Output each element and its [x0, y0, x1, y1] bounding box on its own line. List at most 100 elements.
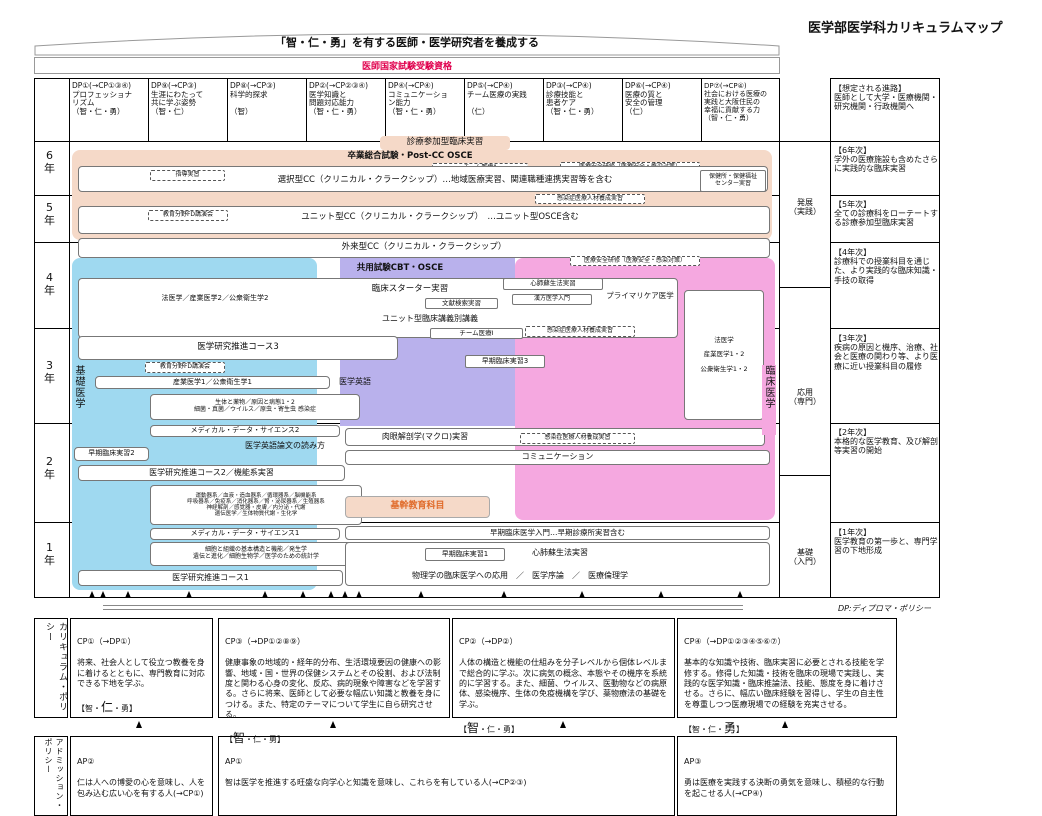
- course-kikan: 基幹教育科目: [345, 496, 490, 518]
- course-kyoyo: 共用試験CBT・OSCE: [356, 262, 444, 273]
- mission-statement: 「智・仁・勇」を有する医師・医学研究者を養成する: [275, 36, 539, 49]
- cp2-tag: 【智・仁・勇】: [459, 720, 520, 735]
- curriculum-grid: [34, 78, 780, 598]
- course-hoigaku-right: 法医学 産業医学1・2 公衆衛生学1・2: [684, 290, 764, 420]
- cp1-head: CP①（→DP①）: [77, 637, 136, 647]
- ap3-head: AP③: [684, 757, 702, 767]
- cp3-tag: 【智・仁・勇】: [225, 730, 286, 745]
- dp-header-1: DP①(→CP①③④) プロフェッショナ リズム （智・仁・勇）: [72, 81, 132, 116]
- cp2-box: CP②（→DP②） 人体の構造と機能の仕組みを分子レベルから個体レベルまで総合的…: [452, 618, 675, 735]
- cp3-body: 健康事象の地域的・経年的分布、生活環境要因の健康への影響、地域・国・世界の保健シ…: [225, 658, 441, 720]
- cp-label-box: [34, 618, 68, 718]
- course-unit-cc-label: ユニット型CC（クリニカル・クラークシップ） …ユニット型OSCE含む: [301, 212, 579, 223]
- course-seitai: 生体と薬物／原因と病態1・2 細菌・真菌／ウイルス／原虫・寄生虫 感染症: [150, 394, 360, 420]
- course-shidou: 指導実習: [150, 170, 225, 181]
- cp2-body: 人体の構造と機能の仕組みを分子レベルから個体レベルまで総合的に学ぶ。次に病気の概…: [459, 658, 667, 709]
- course-soki2: 早期臨床実習2: [74, 447, 149, 461]
- stage-applied: 応用 （専門）: [789, 388, 821, 407]
- course-kino: 運動器系／血液・造血器系／循環器系／脳機能系 呼吸器系／免疫系／消化器系／腎・泌…: [150, 485, 362, 525]
- course-kansen2: 感染症医療人材養成実習: [520, 433, 635, 444]
- ap3-body: 勇は医療を実践する決断の勇気を意味し、積極的な行動を起こせる人(→CP④): [684, 778, 884, 798]
- course-kenkyu3: 医学研究推進コース3: [78, 336, 398, 360]
- year-4-label: 4 年: [44, 271, 55, 297]
- year-3-desc: 【3年次】 疾病の原因と機序、治療、社会と医療の関わり等、より医療に近い授業科目…: [834, 334, 938, 371]
- course-kanpo: 漢方医学入門: [512, 294, 592, 305]
- year-6-label: 6 年: [44, 149, 55, 175]
- clinical-medicine-label: 臨床医学: [762, 365, 776, 435]
- course-ronbun: 医学英語論文の読み方: [245, 441, 325, 451]
- cp-label: カリキュラム・ポリシー: [44, 622, 67, 712]
- cp4-body: 基本的な知識や技術、臨床実習に必要とされる技能を学修する。修得した知識・技術を臨…: [684, 658, 884, 709]
- course-soki3: 早期臨床実習3: [465, 355, 545, 368]
- career-column: [830, 78, 940, 598]
- cp3-box: CP③（→DP①②⑧⑨） 健康事象の地域的・経年的分布、生活環境要因の健康への影…: [218, 618, 450, 745]
- course-butsuri: 物理学の臨床医学への応用 ／ 医学序論 ／ 医療倫理学: [412, 570, 628, 580]
- stage-column: [780, 141, 830, 598]
- cp1-body: 将来、社会人として役立つ教養を身に着けるとともに、専門教育に対応できる下地を学ぶ…: [77, 658, 205, 688]
- course-kenkyu1: 医学研究推進コース1: [78, 570, 343, 586]
- ap3-box: AP③ 勇は医療を実践する決断の勇気を意味し、積極的な行動を起こせる人(→CP④…: [677, 736, 897, 816]
- dp-header-5: DP⑤(→CP④) チーム医療の実践 （仁）: [467, 81, 527, 116]
- year-5-desc: 【5年次】 全ての診療科をローテートする診療参加型臨床実習: [834, 200, 938, 228]
- course-eigo: 医学英語: [339, 376, 371, 386]
- ap2-head: AP②: [77, 757, 95, 767]
- year-2-desc: 【2年次】 本格的な医学教育、及び解剖等実習の開始: [834, 428, 938, 456]
- year-4-desc: 【4年次】 診療科での授業科目を通じた、より実践的な臨床知識・手技の取得: [834, 248, 938, 285]
- course-kansen4: 感染症医療人材養成実習: [525, 326, 635, 337]
- dp-header-9: DP⑨(→CP③) 生涯にわたって 共に学ぶ姿勢 （智・仁）: [151, 81, 204, 116]
- cp2-head: CP②（→DP②）: [459, 637, 518, 647]
- cp4-tag: 【智・仁・勇】: [684, 720, 745, 735]
- ap1-head: AP①: [225, 757, 243, 767]
- course-shinhai1: 心肺蘇生法実習: [532, 547, 588, 557]
- course-bunken: 文献検索実習: [425, 298, 498, 309]
- ap-label: アドミッション・ポリシー: [44, 738, 64, 810]
- year-5-label: 5 年: [44, 201, 55, 227]
- course-year1-block: [345, 542, 770, 586]
- career-header: 【想定される進路】 医師として大学・医療機関・研究機関・行政機関へ: [834, 84, 938, 112]
- cp4-box: CP④（→DP①②③④⑤⑥⑦） 基本的な知識や技術、臨床実習に必要とされる技能を…: [677, 618, 897, 735]
- ap2-box: AP② 仁は人への博愛の心を意味し、人を包み込む広い心を有する人(→CP①): [70, 736, 213, 816]
- course-medical1: メディカル・データ・サイエンス1: [150, 528, 340, 540]
- course-medical2: メディカル・データ・サイエンス2: [150, 425, 340, 437]
- course-sentaku-label: 選択型CC（クリニカル・クラークシップ）…地域医療実習、関連職種連携実習等を含む: [277, 175, 613, 186]
- year-1-desc: 【1年次】 医学教育の第一歩と、専門学習の下地形成: [834, 528, 938, 556]
- dp-header-3: DP③(→CP④) 診療技能と 患者ケア （智・仁・勇）: [546, 81, 599, 116]
- course-nikugan: 肉眼解剖学(マクロ)実習: [381, 432, 469, 442]
- course-nyumon: 早期臨床医学入門…早期診療所実習含む: [345, 526, 770, 540]
- year-2-label: 2 年: [44, 455, 55, 481]
- course-fd3: 教育分野FD講演会: [145, 362, 225, 373]
- course-sangyo1: 産業医学1／公衆衛生学1: [95, 376, 330, 389]
- course-kansen6: 感染症医療人材養成実習: [535, 194, 645, 204]
- year-3-label: 3 年: [44, 359, 55, 385]
- course-comm: コミュニケーション: [345, 450, 770, 465]
- year-6-desc: 【6年次】 学外の医療施設も含めたさらに実践的な臨床実習: [834, 146, 938, 174]
- course-gaikei: 外来型CC（クリニカル・クラークシップ）: [78, 238, 770, 258]
- course-hoigaku2: 法医学／産業医学2／公衆衛生学2: [161, 294, 269, 303]
- basic-medicine-label: 基礎医学: [72, 365, 86, 435]
- dp-header-4: DP④(→CP④) コミュニケーショ ン能力 （智・仁・勇）: [388, 81, 448, 116]
- course-shinhai: 心肺蘇生法実習: [503, 278, 603, 290]
- ap1-box: AP① 智は医学を推進する旺盛な向学心と知識を意味し、これらを有している人(→C…: [218, 736, 675, 816]
- course-anzen4: 医療安全研修（医療安全・感染対策）: [570, 256, 700, 266]
- map-title: 医学部医学科カリキュラムマップ: [808, 21, 1003, 36]
- dp-header-6: DP⑥(→CP④) 医療の質と 安全の管理 （仁）: [625, 81, 671, 116]
- course-fd5: 教育分野FD講演会: [148, 210, 228, 221]
- ap2-body: 仁は人への博愛の心を意味し、人を包み込む広い心を有する人(→CP①): [77, 778, 205, 798]
- cp1-tag: 【智・仁・勇】: [77, 699, 138, 714]
- course-team1: チーム医療Ⅰ: [430, 328, 523, 339]
- course-saibou: 細胞と組織の基本構造と機能／発生学 遺伝と進化／細胞生物学／医学のための統計学: [150, 542, 362, 566]
- cp4-head: CP④（→DP①②③④⑤⑥⑦）: [684, 637, 786, 647]
- stage-advanced: 発展 （実践）: [789, 198, 821, 217]
- dp-footnote: DP:ディプロマ・ポリシー: [838, 604, 931, 613]
- dp-header-7: DP⑦(→CP④) 社会における医療の 実践と大阪住民の 幸福に貢献する力 （智…: [704, 82, 767, 123]
- course-hoken: 保健所・保健福祉 センター実習: [700, 170, 766, 192]
- dp-header-2: DP②(→CP②③④) 医学知識と 問題対応能力 （智・仁・勇）: [309, 81, 369, 116]
- course-starter: 臨床スターター実習: [371, 284, 449, 295]
- course-kenkyu2: 医学研究推進コース2／機能系実習: [78, 465, 345, 481]
- license-banner: 医師国家試験受験資格: [34, 57, 780, 74]
- course-sanka: 診療参加型臨床実習: [380, 136, 510, 150]
- course-sotsugyo: 卒業総合試験・Post-CC OSCE: [347, 150, 473, 161]
- roof-outline: [34, 33, 780, 56]
- year-1-label: 1 年: [44, 541, 55, 567]
- dp-header-8: DP⑧(→CP③) 科学的探求 （智）: [230, 81, 276, 116]
